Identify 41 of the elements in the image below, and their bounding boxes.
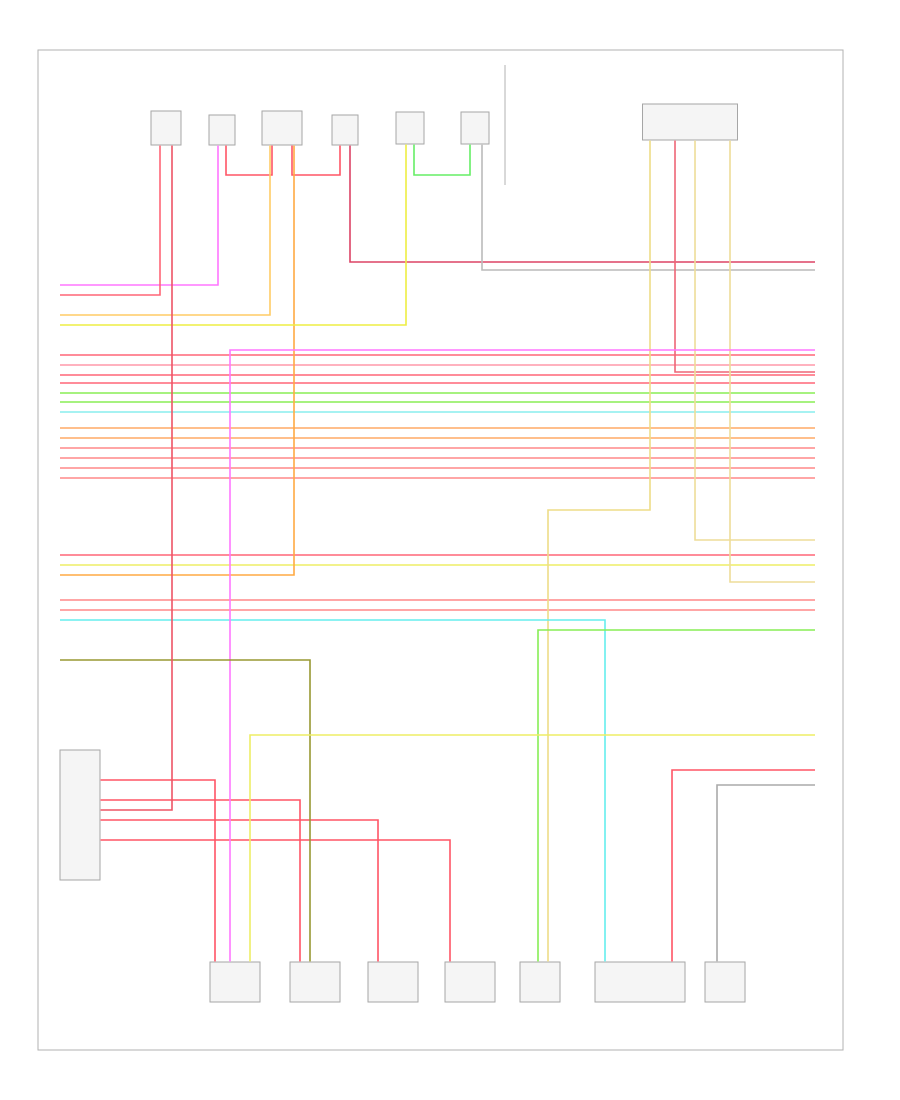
connector-box: [594, 961, 686, 1003]
wire: [674, 139, 816, 373]
connector-box: [704, 961, 746, 1003]
wire: [716, 784, 816, 963]
wire: [59, 143, 407, 326]
connector-box: [261, 110, 303, 146]
wire: [59, 144, 295, 576]
connector-box: [331, 114, 359, 146]
connector-box: [289, 961, 341, 1003]
connector-box: [519, 961, 561, 1003]
connector-box: [150, 110, 182, 146]
wire: [729, 139, 816, 583]
wire: [99, 839, 451, 963]
wire: [99, 144, 173, 811]
connector-box: [460, 111, 490, 145]
connector-box: [208, 114, 236, 146]
wire: [59, 144, 161, 296]
connector-box: [367, 961, 419, 1003]
wire: [481, 143, 816, 271]
wire: [349, 144, 816, 263]
connector-box: [642, 103, 738, 141]
wire: [249, 734, 816, 963]
wire: [694, 139, 816, 541]
wire: [99, 799, 301, 963]
connector-box: [209, 961, 261, 1003]
wire: [547, 139, 651, 963]
wire: [413, 143, 471, 176]
wire: [291, 144, 341, 176]
wire: [537, 629, 816, 963]
wire: [99, 779, 216, 963]
connector-box: [444, 961, 496, 1003]
wire: [59, 619, 606, 963]
wire: [59, 144, 219, 286]
connector-box: [395, 111, 425, 145]
connector-box: [59, 749, 101, 881]
wire: [99, 819, 379, 963]
wire: [671, 769, 816, 963]
wire: [59, 659, 311, 963]
wire: [229, 349, 816, 963]
wire: [225, 144, 273, 176]
wire: [59, 144, 271, 316]
